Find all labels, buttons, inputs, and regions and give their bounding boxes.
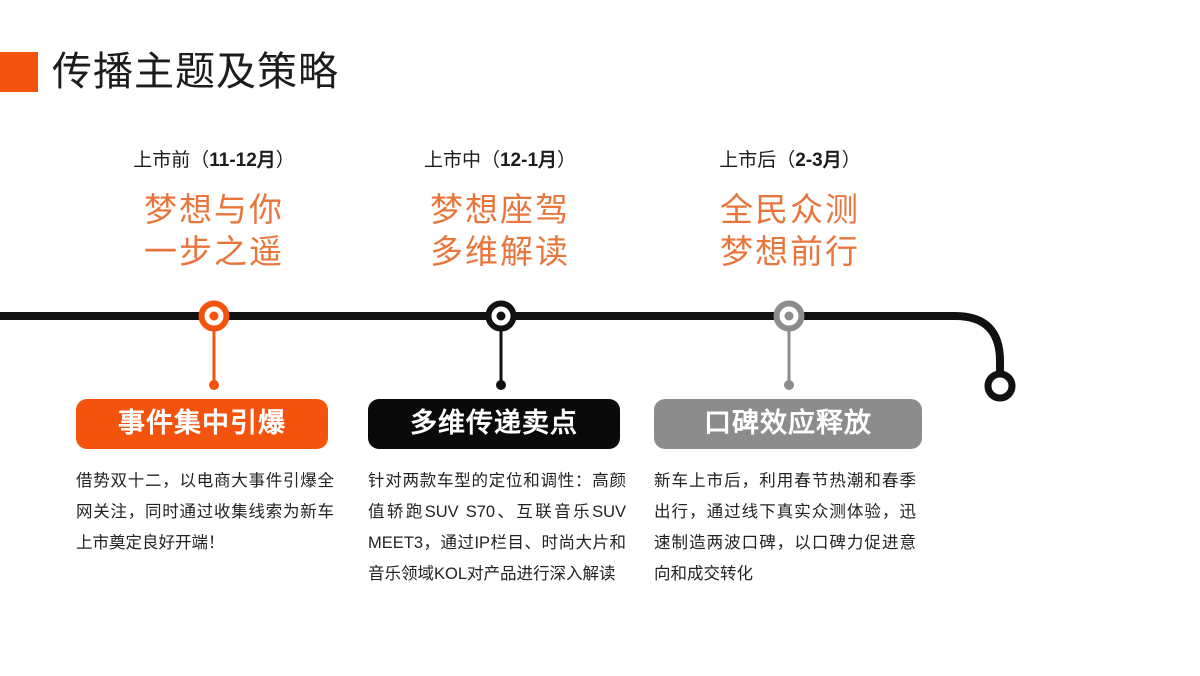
phase-body-pre-launch: 借势双十二，以电商大事件引爆全网关注，同时通过收集线索为新车上市奠定良好开端！ xyxy=(76,472,334,553)
paren-open: （ xyxy=(190,150,210,171)
phase-card-post-launch: 口碑效应释放 新车上市后，利用春节热潮和春季出行，通过线下真实众测体验，迅速制造… xyxy=(654,399,924,590)
paren-close: ） xyxy=(275,150,295,171)
phase-body-post-launch: 新车上市后，利用春节热潮和春季出行，通过线下真实众测体验，迅速制造两波口碑，以口… xyxy=(654,472,916,584)
phase-column-pre-launch: 上市前（11-12月） 梦想与你 一步之遥 xyxy=(64,150,364,273)
paren-close: ） xyxy=(841,150,861,171)
phase-stage-label: 上市后 xyxy=(719,150,777,171)
phase-slogan-during-launch: 梦想座驾 多维解读 xyxy=(350,189,650,273)
phase-card-pre-launch: 事件集中引爆 借势双十二，以电商大事件引爆全网关注，同时通过收集线索为新车上市奠… xyxy=(76,399,346,559)
timeline-marker-during-launch xyxy=(485,300,517,390)
phase-stage-label: 上市前 xyxy=(133,150,191,171)
phase-slogan-post-launch: 全民众测 梦想前行 xyxy=(640,189,940,273)
phase-header-pre-launch: 上市前（11-12月） xyxy=(64,150,364,173)
slogan-line-1: 全民众测 xyxy=(720,190,860,228)
slogan-line-2: 多维解读 xyxy=(430,233,570,271)
phase-badge-pre-launch: 事件集中引爆 xyxy=(76,399,328,450)
phase-slogan-pre-launch: 梦想与你 一步之遥 xyxy=(64,189,364,273)
phase-body-during-launch: 针对两款车型的定位和调性：高颜值轿跑SUV S70、互联音乐SUV MEET3，… xyxy=(368,472,626,584)
phase-stage-label: 上市中 xyxy=(423,150,481,171)
slogan-line-2: 梦想前行 xyxy=(720,233,860,271)
page-title-row: 传播主题及策略 xyxy=(0,52,339,92)
phase-header-during-launch: 上市中（12-1月） xyxy=(350,150,650,173)
timeline-end-ring-icon xyxy=(984,370,1016,402)
phase-badge-post-launch: 口碑效应释放 xyxy=(654,399,922,450)
slogan-line-2: 一步之遥 xyxy=(144,233,284,271)
phase-badge-during-launch: 多维传递卖点 xyxy=(368,399,620,450)
paren-open: （ xyxy=(776,150,796,171)
phase-date-range: 12-1月 xyxy=(499,150,558,171)
paren-close: ） xyxy=(557,150,577,171)
slogan-line-1: 梦想与你 xyxy=(144,190,284,228)
phase-date-range: 11-12月 xyxy=(209,150,276,171)
phase-card-during-launch: 多维传递卖点 针对两款车型的定位和调性：高颜值轿跑SUV S70、互联音乐SUV… xyxy=(368,399,638,590)
phase-column-post-launch: 上市后（2-3月） 全民众测 梦想前行 xyxy=(640,150,940,273)
timeline-track xyxy=(0,300,1016,402)
phase-date-range: 2-3月 xyxy=(795,150,842,171)
timeline-marker-pre-launch xyxy=(198,300,230,390)
phase-header-post-launch: 上市后（2-3月） xyxy=(640,150,940,173)
page-title: 传播主题及策略 xyxy=(52,50,339,94)
title-accent-square xyxy=(0,52,38,92)
timeline-marker-post-launch xyxy=(773,300,805,390)
slogan-line-1: 梦想座驾 xyxy=(430,190,570,228)
phase-column-during-launch: 上市中（12-1月） 梦想座驾 多维解读 xyxy=(350,150,650,273)
paren-open: （ xyxy=(480,150,500,171)
